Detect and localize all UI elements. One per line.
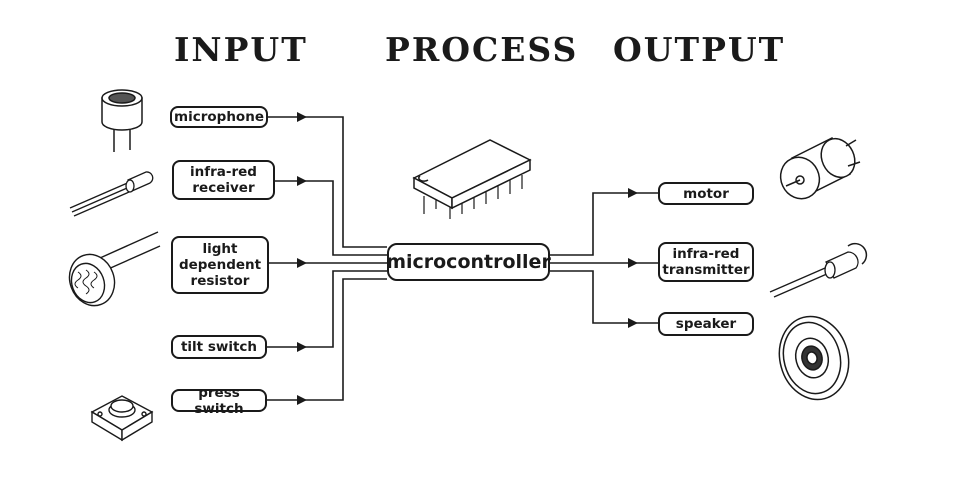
input-press-switch-box: press switch: [171, 385, 267, 417]
input-microphone-box: microphone: [170, 106, 268, 128]
output-speaker-box: speaker: [658, 312, 754, 336]
microchip-icon: [412, 139, 532, 219]
infrared-receiver-icon: [69, 171, 154, 217]
output-motor-box: motor: [658, 182, 754, 205]
press-switch-icon: [90, 395, 154, 442]
wire-infrared-receiver: [306, 180, 387, 256]
input-tilt-switch-box: tilt switch: [171, 335, 267, 359]
input-infrared-receiver-box: infra-red receiver: [172, 160, 275, 200]
process-heading: PROCESS: [385, 30, 579, 69]
input-heading: INPUT: [174, 30, 308, 69]
output-infrared-transmitter-box: infra-red transmitter: [658, 242, 754, 282]
output-heading: OUTPUT: [613, 30, 786, 69]
microphone-icon: [101, 89, 143, 152]
wire-press-switch: [306, 278, 387, 401]
wire-microphone: [306, 116, 387, 248]
microcontroller-box: microcontroller: [386, 243, 551, 281]
speaker-icon: [778, 315, 850, 401]
wire-motor: [550, 188, 638, 256]
wire-speaker: [550, 270, 638, 328]
motor-icon: [779, 136, 861, 200]
wire-tilt-switch: [306, 270, 387, 348]
light-dependent-resistor-icon: [68, 231, 161, 307]
input-ldr-box: light dependent resistor: [171, 236, 269, 294]
infrared-led-icon: [769, 242, 868, 298]
